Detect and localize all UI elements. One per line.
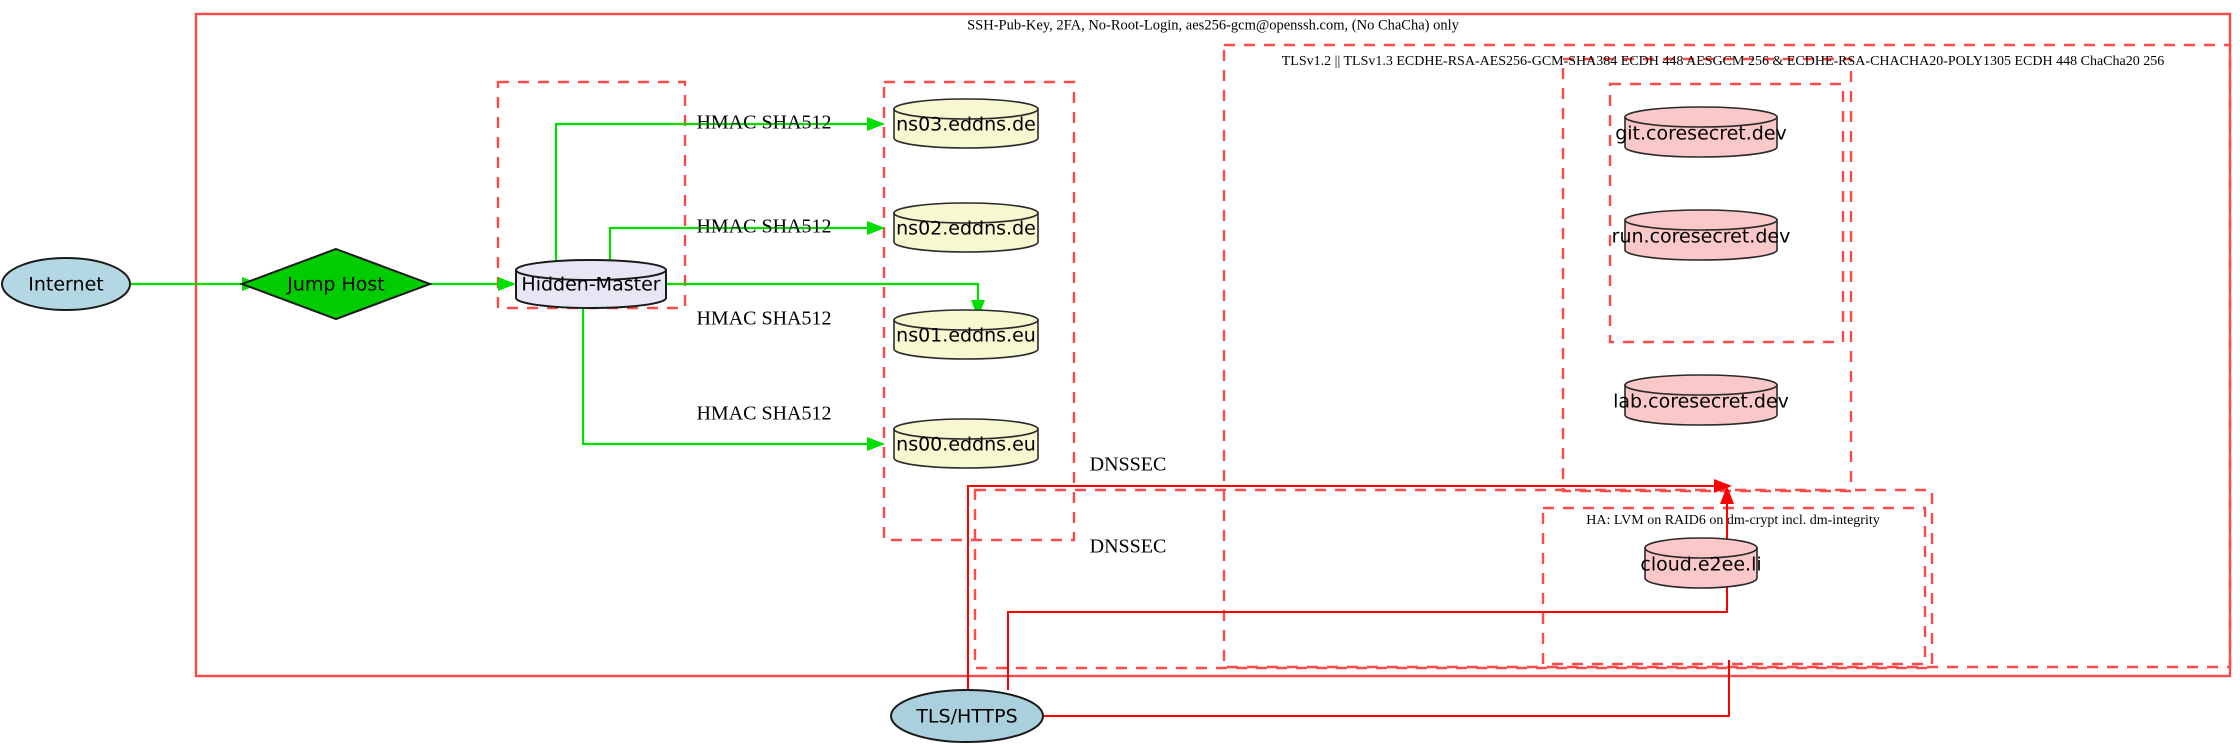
jump-host-diamond (239, 247, 433, 321)
cloud-top (1644, 537, 1758, 559)
ns02-body (893, 212, 1039, 253)
edge-hm-ns03 (554, 122, 867, 270)
cluster-label-ha: HA: LVM on RAID6 on dm-crypt incl. dm-in… (1586, 513, 1879, 528)
node-ns00[interactable]: ns00.eddns.eu (893, 418, 1039, 469)
run-label: run.coresecret.dev (1612, 226, 1791, 248)
edge-label-hmac-ns03: HMAC SHA512 (696, 112, 831, 134)
ns01-label: ns01.eddns.eu (896, 325, 1036, 347)
git-body (1624, 116, 1778, 158)
edge-hm-ns02 (608, 226, 867, 270)
arrowhead-hm-ns00 (867, 437, 885, 451)
hidden-master-top (515, 259, 667, 281)
arrowhead-hm-ns03 (867, 117, 885, 131)
arrowhead-jumphost-hiddenmaster (498, 277, 516, 291)
node-run-coresecret[interactable]: run.coresecret.dev (1612, 209, 1791, 261)
lab-top (1624, 374, 1778, 396)
node-git-coresecret[interactable]: git.coresecret.dev (1615, 106, 1787, 158)
node-jump-host[interactable]: Jump Host (239, 247, 433, 321)
arrowhead-hm-ns01 (971, 300, 985, 318)
node-ns03[interactable]: ns03.eddns.de (893, 98, 1039, 149)
cluster-nameservers (882, 80, 1076, 542)
edge-hm-ns00 (581, 300, 867, 446)
arrowhead-dnssec-upper (1714, 479, 1732, 493)
edge-label-hmac-ns01: HMAC SHA512 (696, 308, 831, 330)
lab-label: lab.coresecret.dev (1613, 391, 1789, 413)
ns00-body (893, 428, 1039, 469)
lab-body (1624, 384, 1778, 426)
edge-hm-ns01 (666, 282, 980, 300)
git-top (1624, 106, 1778, 128)
jump-host-label: Jump Host (286, 274, 385, 296)
ns02-label: ns02.eddns.de (896, 218, 1036, 240)
cluster-label-ssh: SSH-Pub-Key, 2FA, No-Root-Login, aes256-… (967, 17, 1460, 33)
node-cloud-e2ee[interactable]: cloud.e2ee.li (1640, 537, 1762, 589)
ns03-top (893, 98, 1039, 120)
ns03-label: ns03.eddns.de (896, 114, 1036, 136)
node-internet[interactable]: Internet (1, 257, 131, 311)
ns01-top (893, 309, 1039, 331)
node-hidden-master[interactable]: Hidden-Master (515, 259, 667, 309)
git-label: git.coresecret.dev (1615, 123, 1787, 145)
node-lab-coresecret[interactable]: lab.coresecret.dev (1613, 374, 1789, 426)
cloud-label: cloud.e2ee.li (1640, 554, 1761, 576)
cluster-coresecret-outer (1561, 57, 1853, 493)
run-top (1624, 209, 1778, 231)
edge-tlshttps-right (1043, 660, 1730, 717)
cluster-coresecret-top (1608, 82, 1845, 344)
node-ns01[interactable]: ns01.eddns.eu (893, 309, 1039, 360)
arrowhead-hm-ns02 (867, 221, 885, 235)
tls-https-label: TLS/HTTPS (915, 706, 1017, 728)
ns02-top (893, 202, 1039, 224)
cluster-dnssec-zone (973, 488, 1934, 670)
arrowhead-dnssec-lower (1720, 486, 1734, 504)
ns00-label: ns00.eddns.eu (896, 434, 1036, 456)
ns01-body (893, 319, 1039, 360)
edge-dnssec-upper (967, 485, 1714, 716)
node-tls-https[interactable]: TLS/HTTPS (890, 689, 1044, 743)
node-ns02[interactable]: ns02.eddns.de (893, 202, 1039, 253)
internet-ellipse (1, 257, 131, 311)
internet-label: Internet (28, 274, 103, 296)
cluster-label-tls: TLSv1.2 || TLSv1.3 ECDHE-RSA-AES256-GCM-… (1282, 54, 2164, 69)
edge-dnssec-lower (1007, 504, 1728, 690)
hidden-master-label: Hidden-Master (521, 274, 660, 296)
edge-label-dnssec-lower: DNSSEC (1090, 536, 1167, 558)
edge-label-dnssec-upper: DNSSEC (1090, 454, 1167, 476)
edge-label-hmac-ns02: HMAC SHA512 (696, 216, 831, 238)
ns03-body (893, 108, 1039, 149)
edge-label-hmac-ns00: HMAC SHA512 (696, 403, 831, 425)
cloud-body (1644, 547, 1758, 589)
tls-https-ellipse (890, 689, 1044, 743)
ns00-top (893, 418, 1039, 440)
run-body (1624, 219, 1778, 261)
cluster-ha (1541, 506, 1927, 666)
